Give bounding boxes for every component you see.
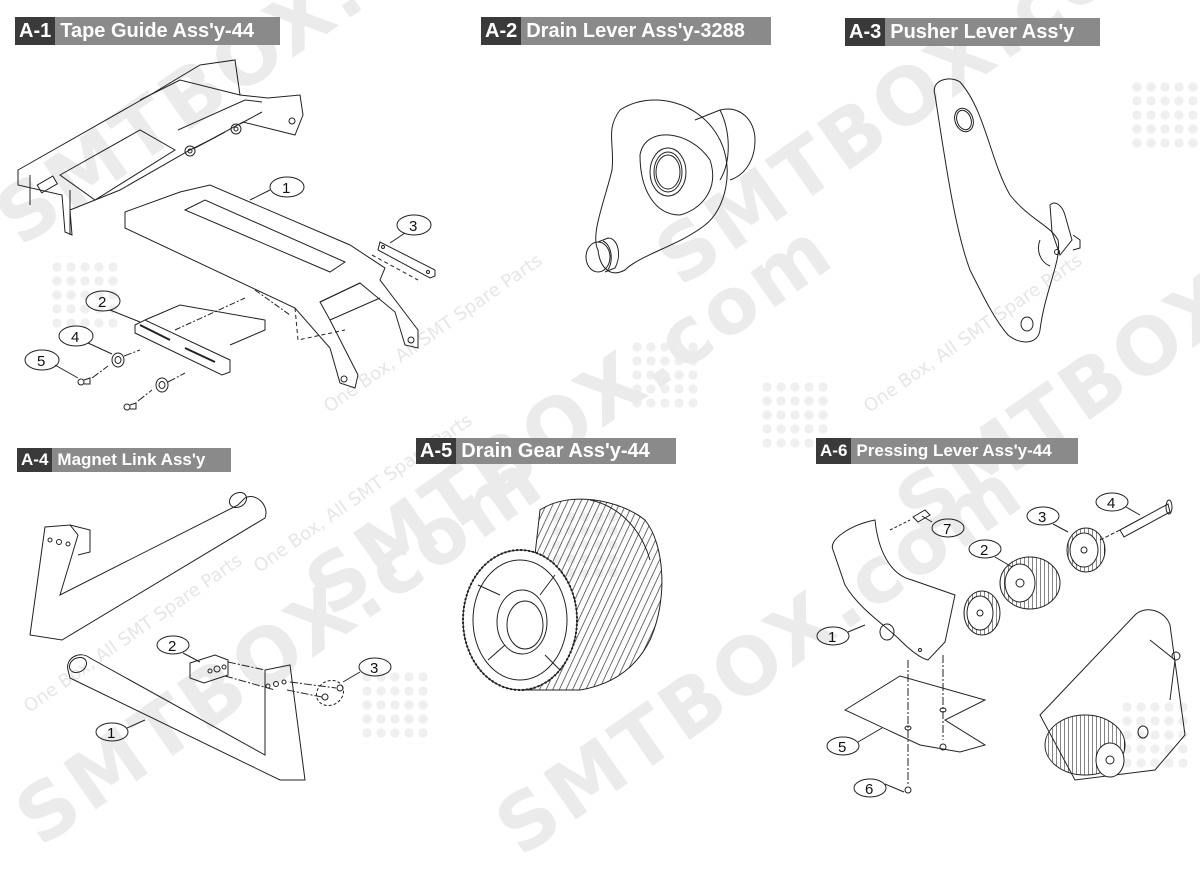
svg-text:6: 6 <box>865 781 873 798</box>
watermark-logo-block <box>630 340 700 410</box>
watermark-logo-block <box>360 670 430 740</box>
tape-guide-frame-part-1 <box>125 185 418 388</box>
callout-5: 5 <box>827 728 882 756</box>
watermark-logo-block <box>1130 80 1200 150</box>
panel-code: A-3 <box>845 18 886 46</box>
panel-title: A-3 Pusher Lever Ass'y <box>845 18 1101 46</box>
panel-code: A-1 <box>15 17 56 45</box>
svg-text:3: 3 <box>1038 509 1046 526</box>
pusher-lever-diagram <box>820 0 1200 430</box>
pressing-lever-gear-1 <box>964 591 1000 635</box>
svg-text:2: 2 <box>980 542 988 559</box>
panel-title: A-2 Drain Lever Ass'y-3288 <box>481 17 771 45</box>
magnet-link-part-1 <box>67 654 305 780</box>
panel-title-text: Magnet Link Ass'y <box>52 448 232 472</box>
panel-code: A-6 <box>816 438 852 464</box>
callout-4: 4 <box>1096 493 1140 515</box>
svg-text:5: 5 <box>37 353 45 370</box>
callout-3: 3 <box>343 658 391 682</box>
panel-magnet-link: A-4 Magnet Link Ass'y <box>0 430 420 800</box>
callout-3: 3 <box>1027 507 1068 532</box>
svg-text:3: 3 <box>409 218 417 235</box>
svg-text:3: 3 <box>370 660 378 677</box>
watermark-logo-block <box>1120 700 1190 770</box>
callout-5: 5 <box>25 350 78 378</box>
pressing-lever-screws-part-6 <box>905 744 946 793</box>
svg-text:4: 4 <box>1107 495 1115 512</box>
callout-1: 1 <box>817 625 865 646</box>
panel-drain-gear: A-5 Drain Gear Ass'y-44 <box>410 430 810 800</box>
tape-guide-exploded-diagram: 1 2 3 4 5 <box>0 0 440 430</box>
pressing-lever-pin-part-7 <box>890 510 930 530</box>
panel-title-text: Tape Guide Ass'y-44 <box>55 17 280 45</box>
panel-title-text: Drain Lever Ass'y-3288 <box>521 17 771 45</box>
magnet-link-exploded-diagram: 1 2 3 <box>0 430 420 800</box>
callout-1: 1 <box>96 720 145 742</box>
panel-title-text: Drain Gear Ass'y-44 <box>456 438 676 464</box>
pressing-lever-gear-3 <box>1067 528 1105 572</box>
svg-text:5: 5 <box>838 739 846 756</box>
panel-title: A-6 Pressing Lever Ass'y-44 <box>816 438 1078 464</box>
panel-code: A-5 <box>416 438 457 464</box>
magnet-link-block-part-2 <box>190 655 275 690</box>
watermark-logo-block <box>50 260 120 330</box>
panel-pressing-lever: A-6 Pressing Lever Ass'y-44 <box>810 430 1200 800</box>
drain-gear-diagram <box>410 430 810 800</box>
callout-7: 7 <box>922 516 964 538</box>
svg-text:2: 2 <box>168 638 176 655</box>
panel-pusher-lever: A-3 Pusher Lever Ass'y <box>820 0 1200 430</box>
panel-code: A-2 <box>481 17 522 45</box>
tape-guide-assembled <box>18 60 303 235</box>
pressing-lever-assembled <box>1040 610 1185 780</box>
panel-code: A-4 <box>17 448 53 472</box>
tape-guide-bracket-part-2 <box>135 290 345 375</box>
svg-text:7: 7 <box>943 521 951 538</box>
callout-4: 4 <box>59 326 112 354</box>
tape-guide-bar-part-3 <box>372 242 435 280</box>
panel-title: A-5 Drain Gear Ass'y-44 <box>416 438 676 464</box>
svg-text:1: 1 <box>828 629 836 646</box>
panel-drain-lever: A-2 Drain Lever Ass'y-3288 <box>440 0 820 430</box>
magnet-link-assembled <box>30 489 266 640</box>
callout-1: 1 <box>250 177 304 200</box>
pressing-lever-exploded-diagram: 1 2 3 4 5 6 7 <box>810 430 1200 798</box>
svg-text:1: 1 <box>282 180 290 197</box>
pressing-lever-part-1 <box>832 520 955 660</box>
callout-2: 2 <box>969 540 1012 567</box>
drain-lever-diagram <box>440 0 820 430</box>
callout-3: 3 <box>390 215 431 243</box>
svg-text:2: 2 <box>98 294 106 311</box>
panel-title: A-4 Magnet Link Ass'y <box>17 448 232 472</box>
svg-text:1: 1 <box>107 725 115 742</box>
pressing-lever-shaft-part-4 <box>1100 500 1172 540</box>
callout-2: 2 <box>86 291 140 322</box>
pressing-lever-gear-2 <box>1000 557 1060 609</box>
svg-text:4: 4 <box>71 329 79 346</box>
panel-title-text: Pusher Lever Ass'y <box>885 18 1101 46</box>
magnet-link-screws-part-3 <box>287 676 348 711</box>
panel-title: A-1 Tape Guide Ass'y-44 <box>15 17 280 45</box>
panel-title-text: Pressing Lever Ass'y-44 <box>851 438 1078 464</box>
callout-6: 6 <box>854 779 904 798</box>
pressing-lever-plate-part-5 <box>845 655 985 785</box>
callout-2: 2 <box>157 636 200 662</box>
tape-guide-fasteners <box>78 350 185 410</box>
panel-tape-guide: A-1 Tape Guide Ass'y-44 <box>0 0 440 430</box>
